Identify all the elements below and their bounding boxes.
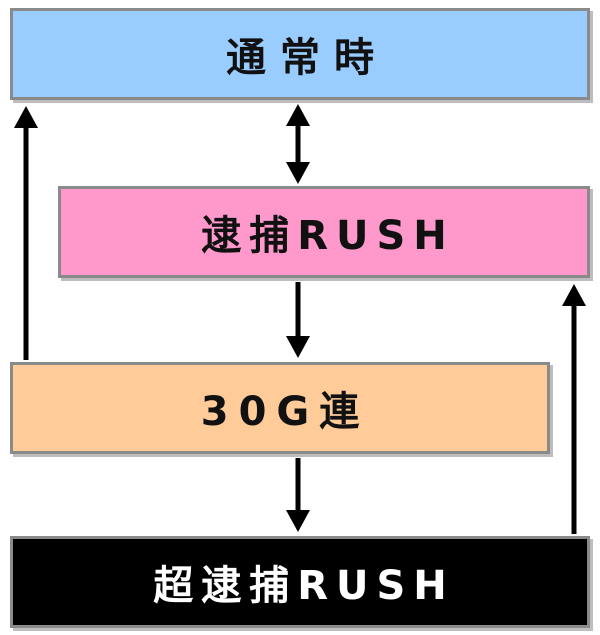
arrowhead-up-normal-left [14,106,38,128]
node-30g-ren: 30G連 [10,362,550,454]
node-30g-ren-label: 30G連 [200,389,370,435]
arrowhead-up-normal [286,104,310,126]
node-arrest-rush: 逮捕RUSH [58,186,590,278]
arrowhead-down-30g [286,336,310,358]
node-arrest-rush-label: 逮捕RUSH [201,213,455,259]
node-super-arrest-rush-label: 超逮捕RUSH [153,563,455,609]
arrowhead-down-arrest-rush [286,162,310,184]
node-normal: 通常時 [10,8,590,100]
node-normal-label: 通常時 [226,35,388,81]
arrowhead-up-arrest-rush-right [562,284,586,306]
node-super-arrest-rush: 超逮捕RUSH [10,536,590,628]
arrowhead-down-super [286,510,310,532]
